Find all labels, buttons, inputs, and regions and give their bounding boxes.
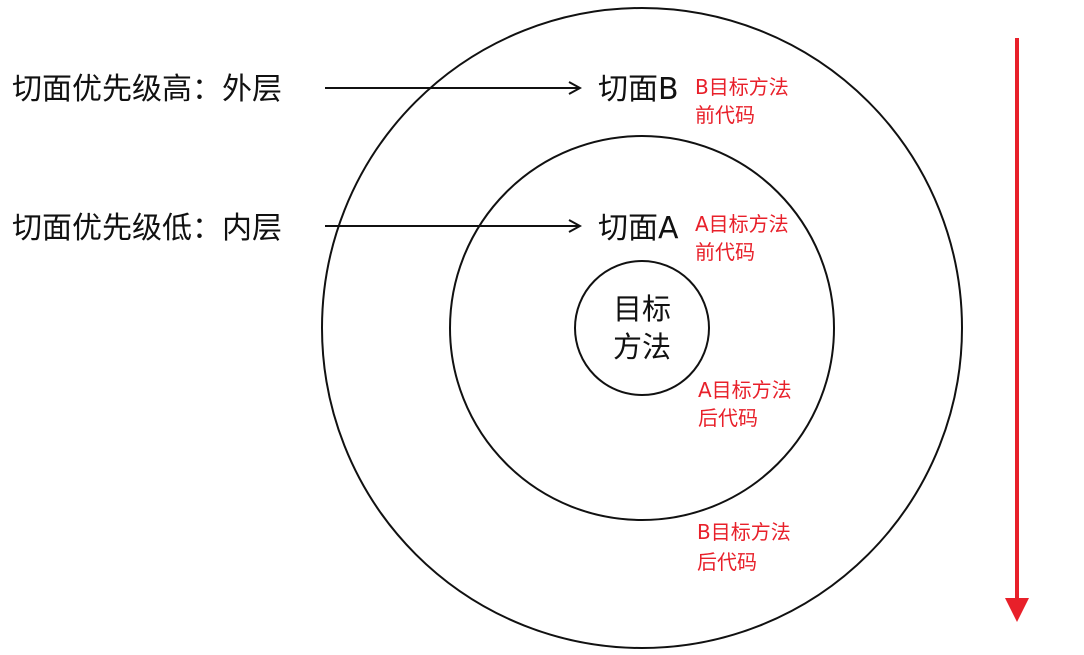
svg-text:前代码: 前代码	[695, 240, 755, 264]
annotation-a-before: A目标方法 前代码	[695, 212, 789, 264]
svg-text:A目标方法: A目标方法	[698, 378, 792, 402]
aspect-a-label: 切面A	[598, 211, 679, 246]
svg-text:后代码: 后代码	[697, 550, 757, 574]
core-circle	[574, 260, 710, 396]
svg-text:B目标方法: B目标方法	[697, 520, 791, 544]
svg-text:B目标方法: B目标方法	[695, 75, 789, 99]
svg-text:后代码: 后代码	[698, 406, 758, 430]
svg-text:前代码: 前代码	[695, 103, 755, 127]
inner-priority-label: 切面优先级低：内层	[12, 211, 282, 246]
outer-priority-label: 切面优先级高：外层	[12, 72, 282, 107]
target-method-line2: 方法	[613, 330, 671, 364]
target-method-line1: 目标	[613, 292, 671, 326]
annotation-b-before: B目标方法 前代码	[695, 75, 789, 127]
svg-text:A目标方法: A目标方法	[695, 212, 789, 236]
inner-ring	[449, 135, 835, 521]
annotation-b-after: B目标方法 后代码	[697, 520, 791, 574]
outer-ring	[321, 7, 963, 649]
arrow-down-icon	[1005, 38, 1029, 622]
aspect-b-label: 切面B	[598, 72, 679, 107]
annotation-a-after: A目标方法 后代码	[698, 378, 792, 430]
